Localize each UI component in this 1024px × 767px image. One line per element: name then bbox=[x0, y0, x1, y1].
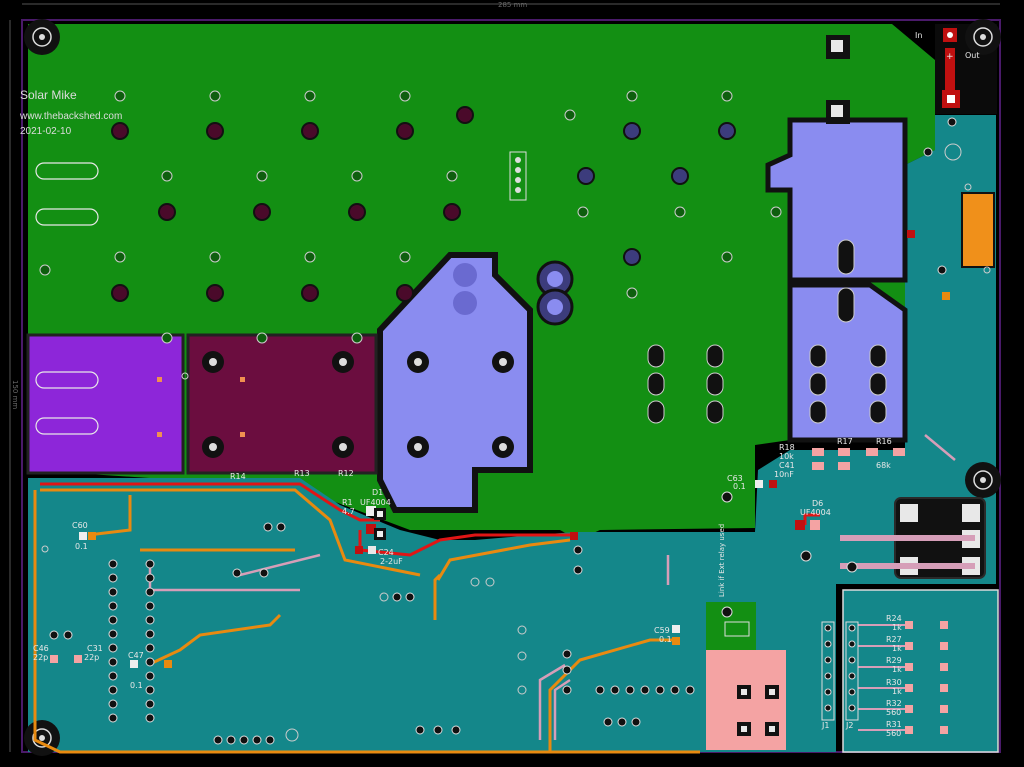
author-label: Solar Mike bbox=[20, 88, 77, 102]
transistor-pads-center bbox=[647, 344, 724, 424]
power-via-pair bbox=[453, 260, 574, 326]
j2-label: J2 bbox=[845, 721, 853, 730]
c31-label: C31 bbox=[87, 644, 103, 653]
c59-value: 0.1 bbox=[659, 635, 672, 644]
r29-value: 1k bbox=[892, 665, 902, 674]
r30-value: 1k bbox=[892, 687, 902, 696]
resistor-pads bbox=[858, 621, 948, 734]
d1-value: UF4004 bbox=[360, 498, 391, 507]
c63-label: C63 bbox=[727, 474, 743, 483]
ground-slots bbox=[35, 162, 99, 226]
r18-value: 10k bbox=[779, 452, 794, 461]
board-edge bbox=[21, 19, 1001, 753]
r32-label: R32 bbox=[886, 699, 902, 708]
output-label: Out bbox=[965, 51, 980, 60]
component-designators: R18 10k R17 R16 68k C41 10nF C63 0.1 D6 … bbox=[33, 437, 902, 738]
c24-value: 2-2uF bbox=[380, 557, 403, 566]
c59-label: C59 bbox=[654, 626, 670, 635]
r1-label: R1 bbox=[342, 498, 353, 507]
relay-pins bbox=[737, 685, 779, 736]
signal-traces-orange bbox=[33, 488, 700, 754]
logic-copper-pour bbox=[28, 115, 996, 752]
violet-block-slots bbox=[35, 371, 99, 435]
c24-label: C24 bbox=[378, 548, 394, 557]
r1-value: 4.7 bbox=[342, 507, 355, 516]
c63-value: 0.1 bbox=[733, 482, 746, 491]
voltage-regulator bbox=[961, 192, 995, 268]
r16-value: 68k bbox=[876, 461, 891, 470]
c31-value: 22p bbox=[84, 653, 99, 662]
r30-label: R30 bbox=[886, 678, 902, 687]
r31-value: 560 bbox=[886, 729, 901, 738]
c60-value: 0.1 bbox=[75, 542, 88, 551]
c47-label: C47 bbox=[128, 651, 144, 660]
r31-label: R31 bbox=[886, 720, 902, 729]
r29-label: R29 bbox=[886, 656, 902, 665]
r32-value: 560 bbox=[886, 708, 901, 717]
polarity-plus-label: + bbox=[946, 52, 954, 62]
capacitor-block-violet bbox=[26, 333, 185, 475]
r17-label: R17 bbox=[837, 437, 853, 446]
resistor-subboard bbox=[842, 589, 999, 753]
j1-label: J1 bbox=[821, 721, 829, 730]
d1-label: D1 bbox=[372, 488, 383, 497]
r16-label: R16 bbox=[876, 437, 892, 446]
ic-pin-rows bbox=[49, 117, 957, 745]
r18-label: R18 bbox=[779, 443, 795, 452]
c47-value: 0.1 bbox=[130, 681, 143, 690]
date-label: 2021-02-10 bbox=[20, 126, 72, 137]
ground-via-grid bbox=[39, 90, 782, 344]
r27-label: R27 bbox=[886, 635, 902, 644]
c46-label: C46 bbox=[33, 644, 49, 653]
r24-label: R24 bbox=[886, 614, 902, 623]
r24-value: 1k bbox=[892, 623, 902, 632]
smd-pads bbox=[50, 230, 950, 668]
d6-value: UF4004 bbox=[800, 508, 831, 517]
c46-value: 22p bbox=[33, 653, 48, 662]
r12-label: R12 bbox=[338, 469, 354, 478]
input-label: In bbox=[915, 31, 922, 40]
d6-label: D6 bbox=[812, 499, 823, 508]
pin-header-center bbox=[509, 151, 527, 201]
r13-label: R13 bbox=[294, 469, 310, 478]
relay-terminal-right bbox=[840, 497, 986, 579]
jumper-headers bbox=[821, 621, 859, 721]
website-label: www.thebackshed.com bbox=[19, 111, 122, 122]
r27-value: 1k bbox=[892, 644, 902, 653]
r14-label: R14 bbox=[230, 472, 246, 481]
ext-relay-note: Link if Ext relay used bbox=[718, 524, 726, 597]
transistor-pads-right bbox=[809, 239, 887, 424]
board-dimension-lines bbox=[9, 3, 1000, 752]
width-dimension-label: 285 mm bbox=[498, 1, 527, 9]
power-pad-right-top bbox=[765, 117, 908, 283]
power-pad-holes bbox=[407, 351, 514, 458]
terminal-pads-top bbox=[826, 28, 960, 124]
maroon-block-holes bbox=[157, 351, 354, 458]
small-vias bbox=[41, 143, 991, 742]
c41-label: C41 bbox=[779, 461, 795, 470]
c41-value: 10nF bbox=[774, 470, 794, 479]
height-dimension-label: 150 mm bbox=[11, 380, 19, 409]
c60-label: C60 bbox=[72, 521, 88, 530]
